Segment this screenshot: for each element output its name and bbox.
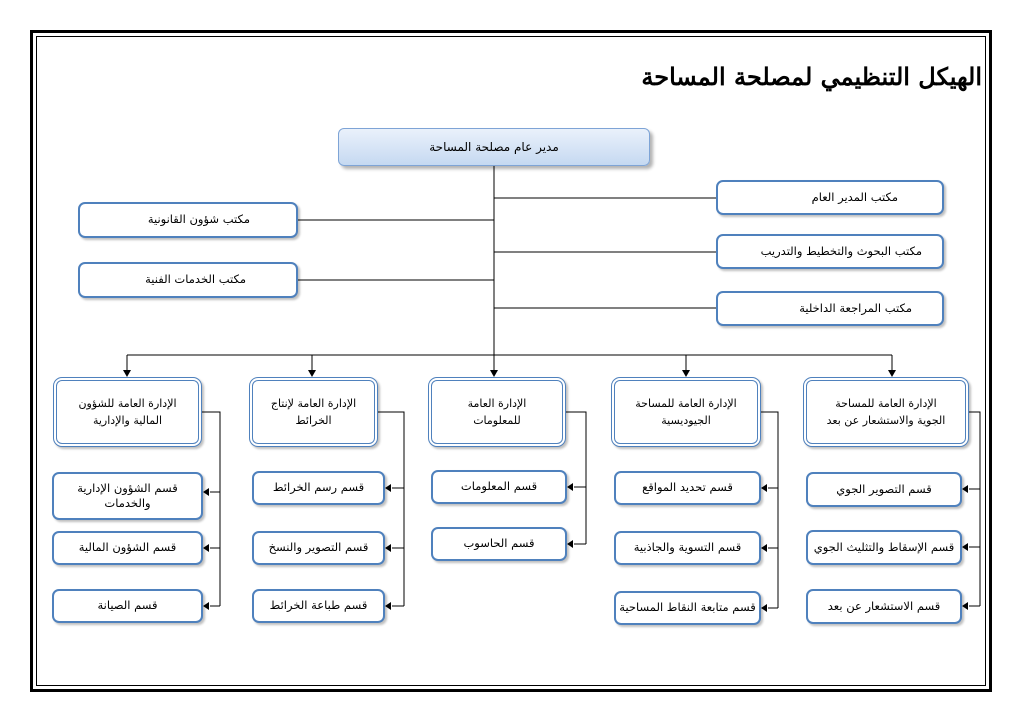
section-box: قسم الاستشعار عن بعد	[806, 589, 962, 624]
section-label: قسم الشؤون المالية	[78, 540, 177, 555]
section-label: قسم التصوير الجوي	[836, 481, 932, 496]
section-box: قسم الشؤون الإدارية والخدمات	[52, 472, 203, 520]
section-label: قسم تحديد المواقع	[642, 480, 733, 495]
section-box: قسم رسم الخرائط	[252, 471, 385, 505]
dept-geodetic-survey-box: الإدارة العامة للمساحة الجيوديسية	[611, 377, 761, 447]
page-frame-outer	[30, 30, 992, 692]
section-label: قسم رسم الخرائط	[272, 480, 365, 495]
section-label: قسم الشؤون الإدارية والخدمات	[77, 481, 178, 510]
section-label: قسم الاستشعار عن بعد	[827, 598, 941, 613]
section-box: قسم المعلومات	[431, 470, 567, 504]
dept-map-production-box: الإدارة العامة لإنتاج الخرائط	[249, 377, 378, 447]
section-label: قسم طباعة الخرائط	[269, 598, 368, 613]
dept-name-line2: الخرائط	[295, 414, 332, 427]
section-label: قسم متابعة النقاط المساحية	[619, 600, 756, 615]
section-label: قسم التسوية والجاذبية	[633, 540, 742, 555]
page-frame-inner	[36, 36, 986, 686]
chart-title: الهيكل التنظيمي لمصلحة المساحة	[641, 62, 982, 91]
dept-name-line2: المالية والإدارية	[92, 414, 163, 427]
dept-name-line1: الإدارة العامة للمساحة	[835, 396, 937, 410]
office-research-box: مكتب البحوث والتخطيط والتدريب	[716, 234, 944, 269]
office-label: مكتب المراجعة الداخلية	[799, 300, 912, 315]
section-box: قسم متابعة النقاط المساحية	[614, 591, 761, 625]
section-label: قسم التصوير والنسخ	[268, 540, 369, 555]
office-label: مكتب البحوث والتخطيط والتدريب	[760, 243, 922, 258]
office-technical-services-box: مكتب الخدمات الفنية	[78, 262, 298, 298]
section-box: قسم تحديد المواقع	[614, 471, 761, 505]
section-label: قسم الحاسوب	[463, 536, 535, 551]
office-label: مكتب المدير العام	[811, 189, 898, 204]
dept-information-box: الإدارة العامة للمعلومات	[428, 377, 566, 447]
office-label: مكتب الخدمات الفنية	[145, 272, 246, 287]
dept-name-line1: الإدارة العامة للشؤون	[78, 396, 177, 410]
section-box: قسم الصيانة	[52, 589, 203, 623]
director-general-label: مدير عام مصلحة المساحة	[429, 139, 559, 154]
dept-name-line2: الجوية والاستشعار عن بعد	[826, 414, 946, 427]
dept-name-line2: للمعلومات	[473, 414, 521, 427]
section-box: قسم الإسقاط والتثليث الجوي	[806, 530, 962, 565]
section-box: قسم الحاسوب	[431, 527, 567, 561]
dept-name-line1: الإدارة العامة لإنتاج	[270, 396, 357, 410]
section-box: قسم التصوير والنسخ	[252, 531, 385, 565]
office-legal-affairs-box: مكتب شؤون القانونية	[78, 202, 298, 238]
section-box: قسم طباعة الخرائط	[252, 589, 385, 623]
office-general-manager-box: مكتب المدير العام	[716, 180, 944, 215]
director-general-box: مدير عام مصلحة المساحة	[338, 128, 650, 166]
section-box: قسم التصوير الجوي	[806, 472, 962, 507]
dept-aerial-survey-box: الإدارة العامة للمساحة الجوية والاستشعار…	[803, 377, 969, 447]
dept-name-line2: الجيوديسية	[661, 414, 711, 427]
section-label: قسم الإسقاط والتثليث الجوي	[813, 539, 955, 554]
section-label: قسم الصيانة	[97, 598, 158, 613]
section-box: قسم الشؤون المالية	[52, 531, 203, 565]
section-box: قسم التسوية والجاذبية	[614, 531, 761, 565]
dept-name-line1: الإدارة العامة	[467, 396, 527, 410]
dept-finance-admin-box: الإدارة العامة للشؤون المالية والإدارية	[53, 377, 202, 447]
dept-name-line1: الإدارة العامة للمساحة	[635, 396, 737, 410]
section-label: قسم المعلومات	[460, 479, 538, 494]
office-label: مكتب شؤون القانونية	[147, 212, 250, 227]
office-internal-audit-box: مكتب المراجعة الداخلية	[716, 291, 944, 326]
